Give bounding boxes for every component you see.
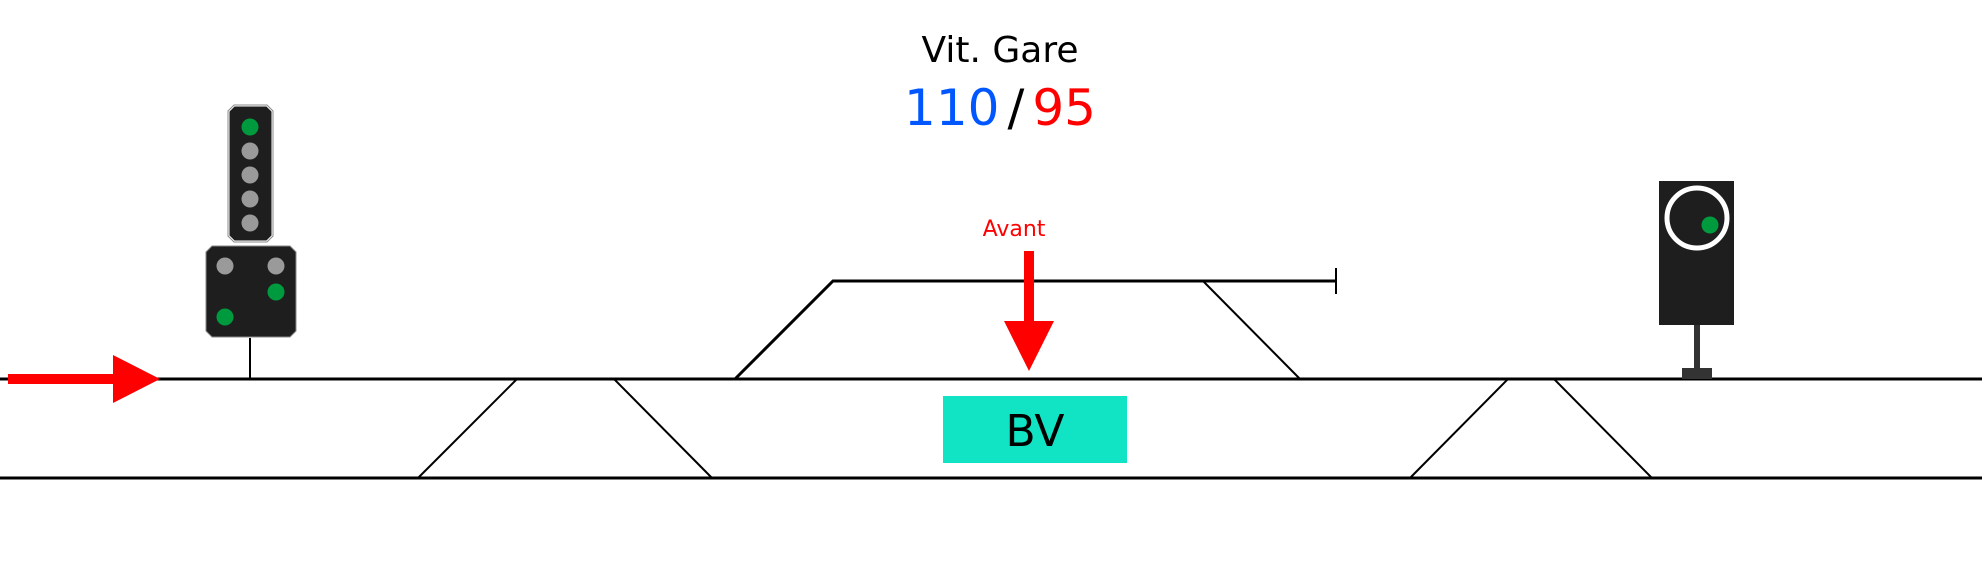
signal-light-green	[216, 308, 234, 326]
signal-light-off	[241, 142, 259, 160]
station-box: BV	[943, 396, 1127, 463]
station-speed-title: Vit. Gare	[922, 30, 1079, 71]
speed-readout: 110/95	[904, 79, 1096, 137]
secondary-speed: 95	[1032, 79, 1096, 137]
main-signal	[205, 103, 297, 379]
signal-light-off	[241, 214, 259, 232]
crossover	[417, 378, 518, 479]
siding-track	[733, 279, 1336, 381]
signal-light-green	[241, 118, 259, 136]
signal-light-off	[216, 257, 234, 275]
signal-light-green	[1701, 216, 1719, 234]
distant-signal	[1659, 181, 1734, 379]
siding-connection	[1202, 280, 1301, 380]
crossover	[613, 378, 713, 479]
primary-speed: 110	[904, 79, 999, 137]
station-label: BV	[1006, 406, 1065, 457]
tracks	[0, 268, 1982, 480]
avant-label: Avant	[983, 217, 1046, 242]
crossover	[1409, 378, 1509, 479]
crossover	[1553, 378, 1653, 479]
signal-light-off	[241, 190, 259, 208]
speed-separator: /	[1007, 79, 1024, 137]
signal-light-off	[267, 257, 285, 275]
signal-light-off	[241, 166, 259, 184]
signal-light-green	[267, 283, 285, 301]
direction-arrow	[8, 355, 160, 403]
avant-arrow	[1004, 251, 1054, 371]
